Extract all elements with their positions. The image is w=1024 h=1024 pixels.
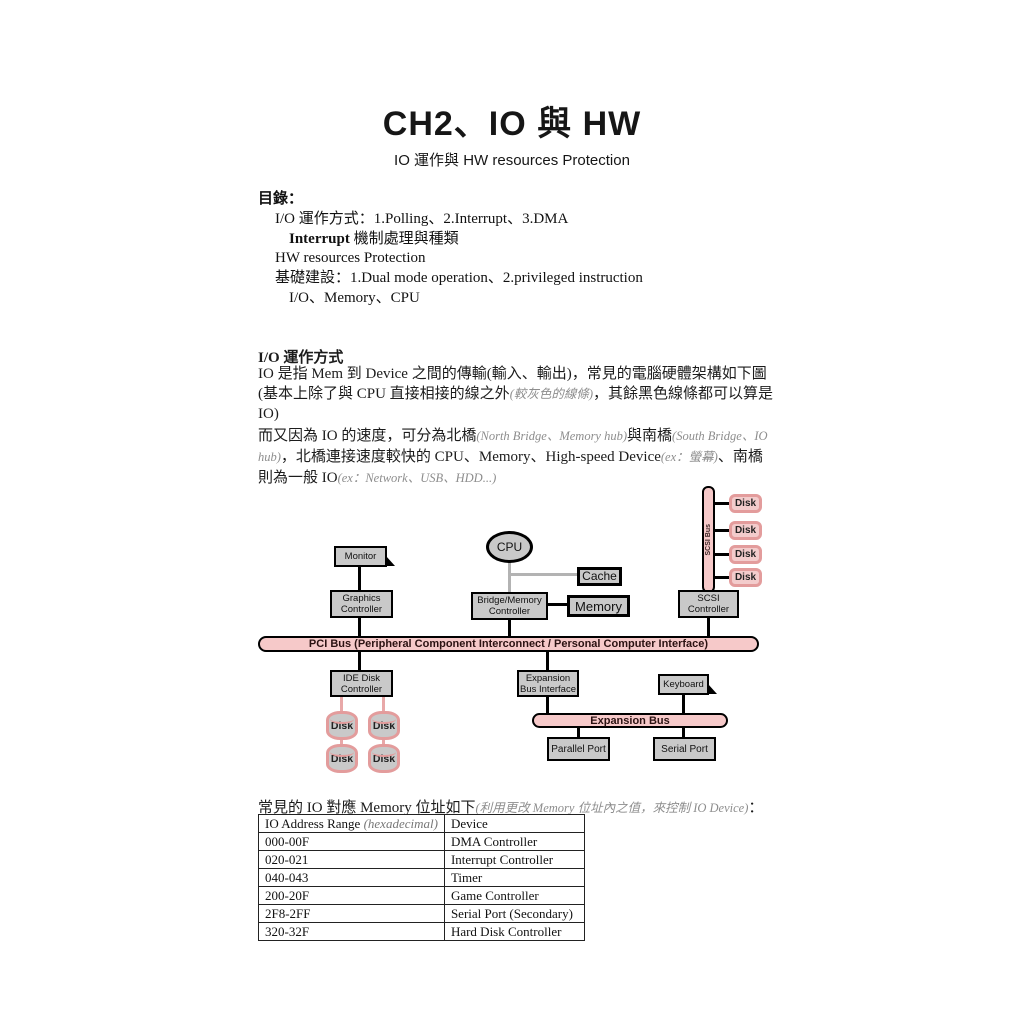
table-row: 020-021 Interrupt Controller bbox=[258, 850, 585, 869]
line-keyboard-expbus bbox=[682, 695, 685, 714]
ide-disk-node: Disk bbox=[368, 711, 400, 740]
gray-note: (較灰色的線條) bbox=[509, 387, 594, 401]
scsi-bus-bar: SCSI Bus bbox=[702, 486, 715, 593]
toc-item-infrastructure: 基礎建設：1.Dual mode operation、2.privileged … bbox=[275, 270, 643, 287]
serial-port-node: Serial Port bbox=[653, 737, 716, 761]
line-graphics-pci bbox=[358, 618, 361, 638]
device-cell: Game Controller bbox=[443, 886, 585, 905]
toc-item-interrupt-rest: 機制處理與種類 bbox=[349, 230, 459, 247]
io-range-cell: 040-043 bbox=[258, 868, 445, 887]
ide-disk-node: Disk bbox=[326, 711, 358, 740]
monitor-node: Monitor bbox=[334, 546, 387, 567]
gray-note: (South Bridge、IO bbox=[672, 429, 768, 443]
line-disk-disk-right bbox=[382, 738, 385, 746]
table-intro-text: 常見的 IO 對應 Memory 位址如下(利用更改 Memory 位址內之值，… bbox=[258, 800, 764, 816]
table-of-contents: 目錄： I/O 運作方式：1.Polling、2.Interrupt、3.DMA… bbox=[258, 190, 778, 309]
line-ide-disk-right bbox=[382, 696, 385, 713]
scsi-disk-node: Disk bbox=[729, 568, 762, 587]
line-expbus-parallel bbox=[577, 727, 580, 738]
line-bridge-pci bbox=[508, 619, 511, 638]
line-pci-expiface bbox=[546, 651, 549, 671]
line-scsibus-disk4 bbox=[713, 576, 730, 579]
toc-item-interrupt: Interrupt 機制處理與種類 bbox=[258, 230, 778, 250]
device-cell: Interrupt Controller bbox=[443, 850, 585, 869]
io-range-cell: 000-00F bbox=[258, 832, 445, 851]
line-monitor-graphics bbox=[358, 566, 361, 590]
toc-item-interrupt-bold: Interrupt bbox=[289, 230, 350, 247]
device-cell: Serial Port (Secondary) bbox=[443, 904, 585, 923]
scsi-disk-node: Disk bbox=[729, 521, 762, 540]
para1-line2: (基本上除了與 CPU 直接相接的線之外(較灰色的線條)，其餘黑色線條都可以算是 bbox=[258, 386, 774, 402]
io-address-table: IO Address Range (hexadecimal) Device 00… bbox=[258, 814, 585, 941]
io-range-cell: 200-20F bbox=[258, 886, 445, 905]
line-scsibus-disk1 bbox=[713, 502, 730, 505]
toc-heading: 目錄： bbox=[258, 191, 304, 207]
para1-line1: IO 是指 Mem 到 Device 之間的傳輸(輸入、輸出)，常見的電腦硬體架… bbox=[258, 366, 767, 382]
line-cpu-bridge-gray bbox=[508, 562, 511, 593]
expansion-bus-bar: Expansion Bus bbox=[532, 713, 728, 728]
section-heading: I/O 運作方式 bbox=[258, 350, 344, 366]
table-row: 000-00F DMA Controller bbox=[258, 832, 585, 851]
monitor-flag-icon bbox=[386, 556, 395, 566]
cache-node: Cache bbox=[577, 567, 622, 586]
gray-note: (North Bridge、Memory hub) bbox=[476, 429, 628, 443]
line-scsibus-disk3 bbox=[713, 553, 730, 556]
table-row: 2F8-2FF Serial Port (Secondary) bbox=[258, 904, 585, 923]
table-row: 040-043 Timer bbox=[258, 868, 585, 887]
memory-node: Memory bbox=[567, 595, 630, 617]
ide-disk-node: Disk bbox=[368, 744, 400, 773]
line-ide-disk-left bbox=[340, 696, 343, 713]
line-scsibus-disk2 bbox=[713, 529, 730, 532]
para2-line2: hub)，北橋連接速度較快的 CPU、Memory、High-speed Dev… bbox=[258, 449, 763, 465]
gray-note: (利用更改 Memory 位址內之值，來控制 IO Device) bbox=[475, 801, 749, 815]
pci-bus-bar: PCI Bus (Peripheral Component Interconne… bbox=[258, 636, 759, 652]
device-header: Device bbox=[443, 814, 585, 833]
keyboard-node: Keyboard bbox=[658, 674, 709, 695]
line-expbus-serial bbox=[682, 727, 685, 738]
device-cell: DMA Controller bbox=[443, 832, 585, 851]
gray-note: hub) bbox=[258, 450, 281, 464]
device-cell: Hard Disk Controller bbox=[443, 922, 585, 941]
scsi-disk-node: Disk bbox=[729, 545, 762, 564]
toc-item-io-operation: I/O 運作方式：1.Polling、2.Interrupt、3.DMA bbox=[275, 210, 569, 227]
io-range-header: IO Address Range (hexadecimal) bbox=[258, 814, 445, 833]
para2-line1: 而又因為 IO 的速度，可分為北橋(North Bridge、Memory hu… bbox=[258, 428, 768, 444]
line-disk-disk-left bbox=[340, 738, 343, 746]
parallel-port-node: Parallel Port bbox=[547, 737, 610, 761]
toc-item-hw-protection: HW resources Protection bbox=[275, 250, 426, 267]
para1-line3: IO) bbox=[258, 406, 279, 422]
line-bridge-memory bbox=[546, 603, 568, 606]
keyboard-flag-icon bbox=[708, 684, 717, 694]
table-header-row: IO Address Range (hexadecimal) Device bbox=[258, 814, 585, 833]
paragraph-bridges: 而又因為 IO 的速度，可分為北橋(North Bridge、Memory hu… bbox=[258, 426, 774, 489]
hexadecimal-note: (hexadecimal) bbox=[363, 815, 438, 831]
scsi-disk-node: Disk bbox=[729, 494, 762, 513]
io-range-cell: 2F8-2FF bbox=[258, 904, 445, 923]
paragraph-io-definition: IO 是指 Mem 到 Device 之間的傳輸(輸入、輸出)，常見的電腦硬體架… bbox=[258, 364, 774, 424]
table-row: 320-32F Hard Disk Controller bbox=[258, 922, 585, 941]
ide-disk-node: Disk bbox=[326, 744, 358, 773]
line-pci-ide bbox=[358, 651, 361, 671]
page-subtitle: IO 運作與 HW resources Protection bbox=[394, 152, 630, 169]
page-title: CH2、IO 與 HW bbox=[382, 105, 642, 143]
toc-item-io-memory-cpu: I/O、Memory、CPU bbox=[289, 289, 420, 306]
line-cpu-cache-gray bbox=[509, 573, 578, 576]
io-range-cell: 020-021 bbox=[258, 850, 445, 869]
table-row: 200-20F Game Controller bbox=[258, 886, 585, 905]
para2-line3: 則為一般 IO(ex：Network、USB、HDD...) bbox=[258, 470, 497, 486]
device-cell: Timer bbox=[443, 868, 585, 887]
gray-note: (ex：Network、USB、HDD...) bbox=[337, 471, 497, 485]
line-scsi-pci bbox=[707, 618, 710, 638]
gray-note: (ex：螢幕) bbox=[660, 450, 718, 464]
line-expiface-expbus bbox=[546, 696, 549, 714]
io-range-cell: 320-32F bbox=[258, 922, 445, 941]
cpu-node: CPU bbox=[486, 531, 533, 563]
